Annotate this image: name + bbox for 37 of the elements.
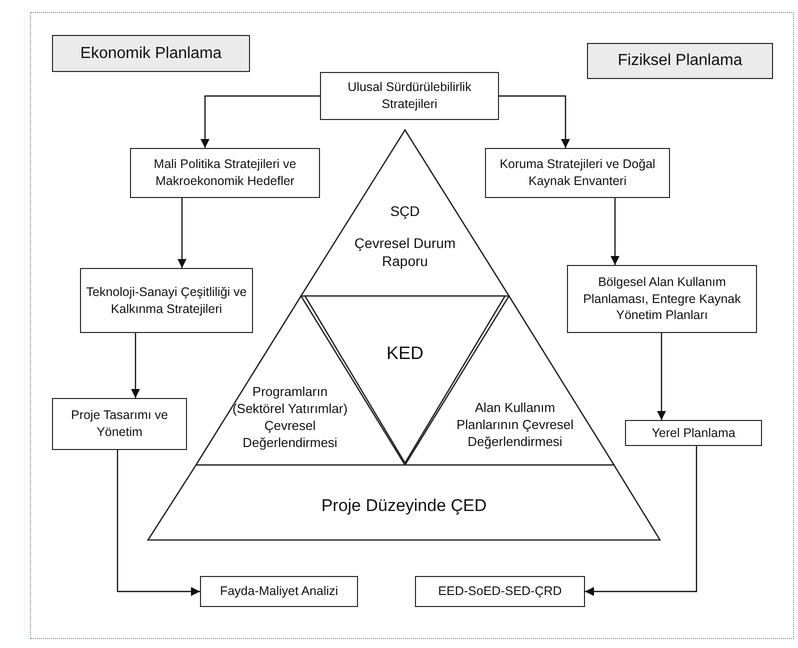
arrow xyxy=(200,95,320,148)
box-label: Teknoloji-Sanayi Çeşitliliği ve Kalkınma Stratejileri xyxy=(85,284,248,318)
section-label: Programların (Sektörel Yatırımlar) Çevresel Değerlendirmesi xyxy=(231,384,349,452)
arrow xyxy=(131,333,140,398)
heading-box xyxy=(587,43,773,79)
box-label: Proje Tasarımı ve Yönetim xyxy=(70,407,170,441)
process-box xyxy=(485,148,670,198)
section-label: Alan Kullanım Planlarının Çevresel Değerlendirmesi xyxy=(455,400,575,451)
process-box xyxy=(200,576,358,607)
box-label: Fayda-Maliyet Analizi xyxy=(220,583,338,600)
section-label: Proje Düzeyinde ÇED xyxy=(320,495,488,517)
arrow xyxy=(499,95,570,148)
box-label: Ulusal Sürdürülebilirlik Stratejileri xyxy=(346,79,472,113)
process-box xyxy=(130,148,320,198)
arrow xyxy=(610,198,620,265)
section-label: KED xyxy=(385,342,424,365)
process-box xyxy=(52,398,187,450)
box-label: Fiziksel Planlama xyxy=(618,51,742,72)
box-label: Yerel Planlama xyxy=(652,424,736,442)
heading-box xyxy=(52,35,250,72)
process-box xyxy=(80,268,253,333)
process-box xyxy=(415,576,585,607)
section-label: Çevresel Durum Raporu xyxy=(353,234,457,270)
box-label: EED-SoED-SED-ÇRD xyxy=(438,583,562,600)
arrow xyxy=(178,198,186,268)
arrow xyxy=(585,446,698,596)
box-label: Ekonomik Planlama xyxy=(80,44,222,64)
process-box xyxy=(320,72,499,120)
box-label: Mali Politika Stratejileri ve Makroekonomik Hedefler xyxy=(152,156,298,190)
section-label: SÇD xyxy=(389,202,421,220)
process-box xyxy=(625,420,762,446)
arrow xyxy=(116,450,200,596)
process-box xyxy=(567,265,757,333)
box-label: Bölgesel Alan Kullanım Planlaması, Entegre Kaynak Yönetim Planları xyxy=(582,274,742,324)
box-label: Koruma Stratejileri ve Doğal Kaynak Envanteri xyxy=(498,156,656,190)
triangle-section xyxy=(148,465,660,540)
arrow xyxy=(657,333,666,420)
